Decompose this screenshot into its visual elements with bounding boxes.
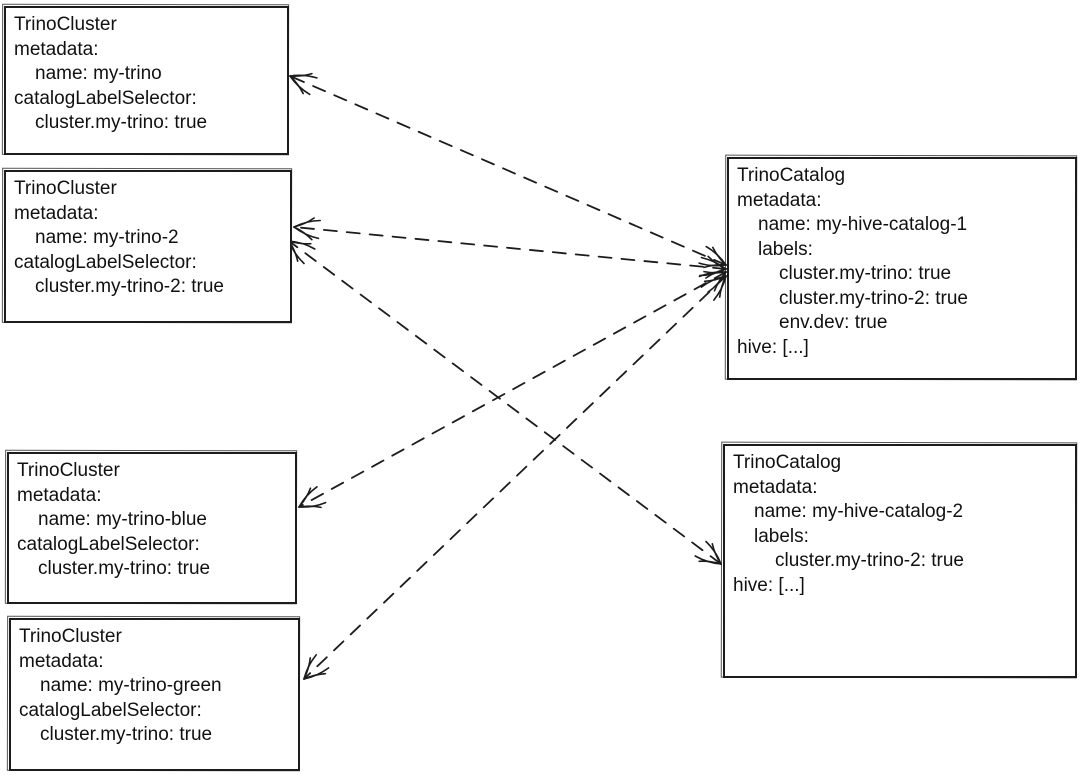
box-line: name: my-trino-blue: [38, 509, 207, 530]
arrow-head-stroke: [698, 262, 727, 267]
arrow-head-stroke: [288, 240, 316, 250]
box-line: TrinoCluster: [14, 178, 117, 199]
arrow-line: [293, 226, 727, 270]
arrow-head-stroke: [694, 555, 722, 565]
arrow-head-stroke: [711, 543, 722, 565]
box-line: metadata:: [14, 202, 99, 224]
box-line: cluster.my-trino-2: true: [775, 550, 964, 571]
arrow-head-stroke: [293, 226, 313, 241]
arrow-head-stroke: [293, 226, 320, 240]
arrow-head-stroke: [705, 245, 727, 266]
arrow-line: [288, 240, 722, 565]
box-line: name: my-hive-catalog-2: [754, 501, 964, 522]
box-line: TrinoCluster: [14, 14, 117, 35]
arrow-head-stroke: [713, 275, 727, 301]
arrow-head-stroke: [703, 270, 727, 274]
box-line: TrinoCatalog: [737, 165, 846, 186]
arrow-head-stroke: [705, 268, 727, 279]
box-line: TrinoCatalog: [733, 452, 842, 473]
box-line: catalogLabelSelector:: [14, 251, 197, 273]
trinocluster-my-trino-2-box: TrinoCluster metadata: name: my-trino-2 cat…: [4, 170, 292, 323]
box-line: cluster.my-trino: true: [38, 558, 211, 579]
arrow-head-stroke: [298, 501, 327, 508]
box-line: TrinoCluster: [17, 460, 120, 481]
box-line: name: my-hive-catalog-1: [758, 214, 968, 235]
arrow-head-stroke: [698, 560, 722, 565]
arrow-head-stroke: [705, 540, 722, 565]
box-line: TrinoCluster: [19, 626, 122, 647]
box-line: metadata:: [14, 38, 99, 60]
trinocatalog-my-hive-catalog-2-box: TrinoCatalog metadata: name: my-hive-catal…: [723, 444, 1077, 678]
box-line: labels:: [758, 238, 813, 260]
box-line: name: my-trino-green: [40, 675, 222, 696]
box-line: env.dev: true: [779, 312, 888, 333]
arrow-head-stroke: [718, 275, 727, 298]
arrow-head-stroke: [698, 271, 727, 278]
arrow-head-stroke: [289, 75, 304, 95]
arrow-head-stroke: [303, 654, 317, 680]
box-line: cluster.my-trino-2: true: [35, 276, 224, 297]
arrow-head-stroke: [707, 255, 727, 270]
box-line: metadata:: [733, 476, 818, 498]
box-line: catalogLabelSelector:: [17, 533, 200, 555]
box-line: labels:: [754, 525, 809, 547]
arrow-head-stroke: [289, 75, 311, 96]
trinocluster-my-trino-box: TrinoCluster metadata: name: my-trino catal…: [4, 6, 289, 155]
box-line: cluster.my-trino-2: true: [779, 287, 968, 309]
box-line: metadata:: [17, 484, 102, 506]
trinocatalog-my-hive-catalog-1-box: TrinoCatalog metadata: name: my-hive-catal…: [727, 157, 1077, 380]
box-line: cluster.my-trino: true: [779, 263, 952, 284]
box-line: hive: [...]: [733, 574, 805, 596]
arrow-line: [298, 271, 727, 508]
arrow-head-stroke: [303, 667, 330, 680]
arrow-head-stroke: [700, 256, 727, 270]
trinocluster-my-trino-blue-box: TrinoCluster metadata: name: my-trino-blue…: [7, 452, 297, 604]
box-line: name: my-trino-2: [35, 227, 179, 248]
arrow-head-stroke: [289, 74, 318, 79]
arrow-line: [289, 75, 727, 266]
trinocluster-my-trino-green-box: TrinoCluster metadata: name: my-trino-gree…: [9, 618, 300, 771]
box-line: catalogLabelSelector:: [14, 87, 197, 109]
box-line: metadata:: [19, 650, 104, 672]
box-line: metadata:: [737, 189, 822, 211]
box-line: name: my-trino: [35, 63, 162, 84]
arrow-head-stroke: [303, 657, 312, 680]
arrow-head-stroke: [288, 240, 312, 245]
arrow-head-stroke: [703, 264, 727, 269]
arrow-head-stroke: [707, 271, 727, 293]
arrow-head-stroke: [303, 672, 327, 680]
box-line: cluster.my-trino: true: [40, 724, 213, 745]
arrow-head-stroke: [298, 486, 318, 508]
arrow-head-stroke: [700, 275, 727, 288]
arrow-head-stroke: [713, 271, 727, 292]
arrow-head-stroke: [289, 72, 313, 77]
arrow-head-stroke: [699, 268, 727, 277]
arrow-head-stroke: [703, 275, 727, 283]
arrow-head-stroke: [298, 505, 322, 509]
arrow-head-stroke: [293, 217, 315, 228]
arrow-head-stroke: [712, 246, 727, 266]
box-line: hive: [...]: [737, 336, 809, 358]
box-line: cluster.my-trino: true: [35, 112, 208, 133]
arrow-line: [303, 275, 727, 680]
box-line: catalogLabelSelector:: [19, 699, 202, 721]
arrow-head-stroke: [298, 487, 312, 508]
arrow-head-stroke: [293, 219, 321, 228]
